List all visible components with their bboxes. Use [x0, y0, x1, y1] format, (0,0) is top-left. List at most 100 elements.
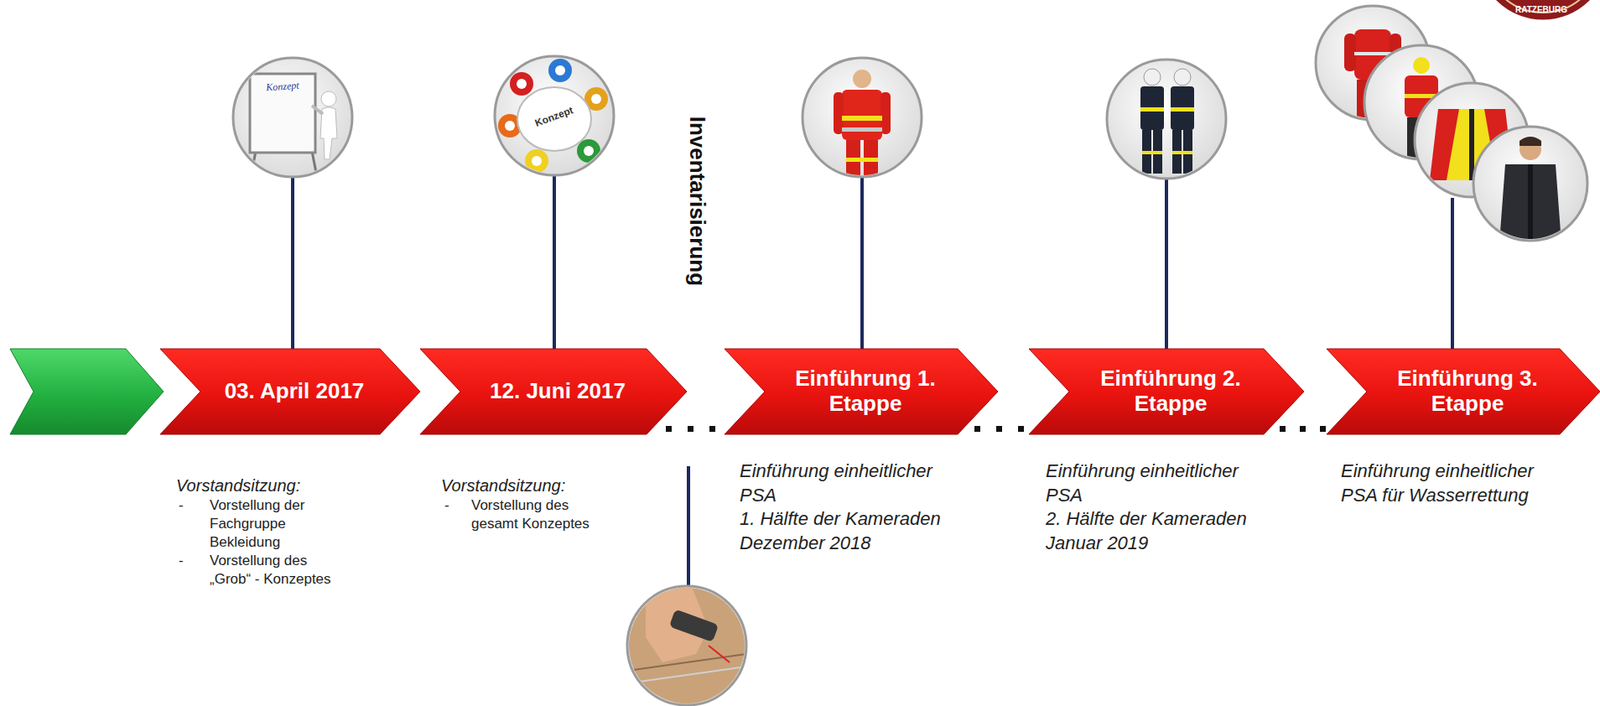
- graphic-part: [1519, 136, 1542, 146]
- graphic-part: [320, 107, 338, 160]
- stage-note: Dezember 2018: [739, 531, 967, 556]
- step-title: Einführung 2. Etappe: [1099, 366, 1242, 417]
- graphic-part: [290, 176, 295, 349]
- bullet-dash: -: [444, 496, 450, 515]
- graphic-part: [1299, 425, 1306, 432]
- bullet-dash: -: [178, 551, 184, 571]
- chevron-step: 12. Juni 2017: [420, 348, 687, 435]
- chevron-text-area: Einführung 1. Etappe: [724, 348, 998, 435]
- step-title: Einführung 1. Etappe: [794, 366, 937, 417]
- graphic-part: [627, 587, 747, 706]
- graphic-part: [494, 56, 614, 176]
- graphic-part: [311, 105, 323, 115]
- chevron-step: Einführung 2. Etappe: [1028, 348, 1304, 435]
- graphic-part: [509, 72, 534, 96]
- meeting-heading: Vorstandsitzung:: [176, 474, 301, 497]
- graphic-part: [669, 608, 719, 642]
- chevron-fill: [1028, 348, 1304, 435]
- phase-label: Inventarisierung: [682, 116, 712, 286]
- graphic-part: [1018, 425, 1024, 432]
- firefighter-icon: [802, 57, 922, 178]
- graphic-part: [251, 150, 256, 173]
- chevron-step: 03. April 2017: [160, 348, 421, 435]
- graphic-part: [504, 120, 515, 131]
- graphic-part: [498, 58, 608, 173]
- graphic-part: [841, 89, 883, 141]
- graphic-part: [1170, 107, 1195, 112]
- logo-text: RATZEBURG: [1509, 4, 1574, 16]
- uniform-icon: [1106, 59, 1226, 179]
- chevron-fill: [160, 348, 421, 435]
- graphic-part: [583, 145, 594, 156]
- step-title: Einführung 3. Etappe: [1396, 366, 1539, 417]
- graphic-part: [1354, 51, 1392, 56]
- step-title: 12. Juni 2017: [489, 379, 626, 405]
- graphic-part: [841, 115, 883, 121]
- stem-lines: [292, 175, 1453, 587]
- chevron-fill: [724, 348, 998, 435]
- stage-note: Einführung einheitlicher PSA: [739, 459, 967, 508]
- graphic-part: [1344, 33, 1356, 72]
- graphic-part: [1412, 57, 1430, 74]
- graphic-part: [627, 666, 747, 684]
- graphic-part: [974, 425, 981, 432]
- graphic-part: [841, 127, 883, 132]
- step-title: 03. April 2017: [224, 379, 365, 405]
- graphic-part: [1140, 68, 1195, 174]
- graphic-part: [1140, 107, 1164, 112]
- concept-board-icon: [233, 57, 353, 177]
- chevron-text-area: 03. April 2017: [160, 348, 421, 435]
- graphic-part: [802, 57, 922, 177]
- graphic-part: [591, 93, 602, 104]
- graphic-part: [627, 586, 747, 706]
- graphic-part: [665, 425, 672, 432]
- graphic-part: [1499, 164, 1562, 244]
- board-text: Konzept: [251, 77, 315, 96]
- graphic-part: [1319, 425, 1326, 432]
- stage-note: 1. Hälfte der Kameraden: [739, 507, 967, 532]
- chevron-text-area: Einführung 3. Etappe: [1326, 348, 1600, 435]
- graphic-part: [249, 73, 338, 173]
- graphic-part: [1527, 164, 1533, 240]
- stage-note: Einführung einheitlicher PSA für Wasserr…: [1340, 459, 1568, 508]
- bullet-text: Vorstellung der Fachgruppe Bekleidung: [209, 496, 349, 552]
- stage-note: Einführung einheitlicher PSA: [1045, 459, 1273, 508]
- start-chevron: [10, 348, 164, 435]
- bullet-text: Vorstellung des gesamt Konzeptes: [471, 496, 610, 534]
- graphic-part: [1473, 126, 1588, 241]
- graphic-part: [1475, 0, 1600, 21]
- graphic-part: [552, 175, 556, 349]
- chevron-step: Einführung 1. Etappe: [724, 348, 998, 435]
- graphic-part: [1140, 86, 1164, 130]
- graphic-part: [846, 157, 878, 162]
- graphic-part: [1142, 150, 1163, 155]
- graphic-part: [1164, 178, 1169, 349]
- graphic-part: [531, 155, 542, 167]
- graphic-part: [1172, 150, 1193, 155]
- graphic-part: [1450, 197, 1455, 349]
- chevron-step: Einführung 3. Etappe: [1326, 348, 1600, 435]
- concept-table-icon: [494, 56, 614, 176]
- chevron-text-area: 12. Juni 2017: [420, 348, 687, 435]
- graphic-part: [1469, 109, 1475, 181]
- graphic-part: [555, 65, 566, 76]
- graphic-part: [576, 139, 601, 163]
- graphic-part: [517, 87, 592, 151]
- graphic-part: [708, 645, 730, 663]
- graphic-part: [1106, 59, 1226, 179]
- graphic-part: [311, 150, 317, 173]
- graphic-part: [686, 466, 691, 587]
- graphic-part: [996, 425, 1003, 432]
- meeting-heading: Vorstandsitzung:: [441, 474, 566, 497]
- graphic-part: [1499, 136, 1562, 244]
- bullet-text: Vorstellung des „Grob“ - Konzeptes: [209, 551, 349, 589]
- graphic-part: [852, 69, 872, 89]
- table-text: Konzept: [523, 100, 587, 135]
- graphic-part: [249, 73, 316, 153]
- chevron-fill: [420, 348, 687, 435]
- graphic-part: [548, 58, 572, 83]
- graphic-part: [516, 78, 527, 89]
- graphic-part: [1279, 425, 1286, 432]
- bullet-dash: -: [178, 496, 184, 515]
